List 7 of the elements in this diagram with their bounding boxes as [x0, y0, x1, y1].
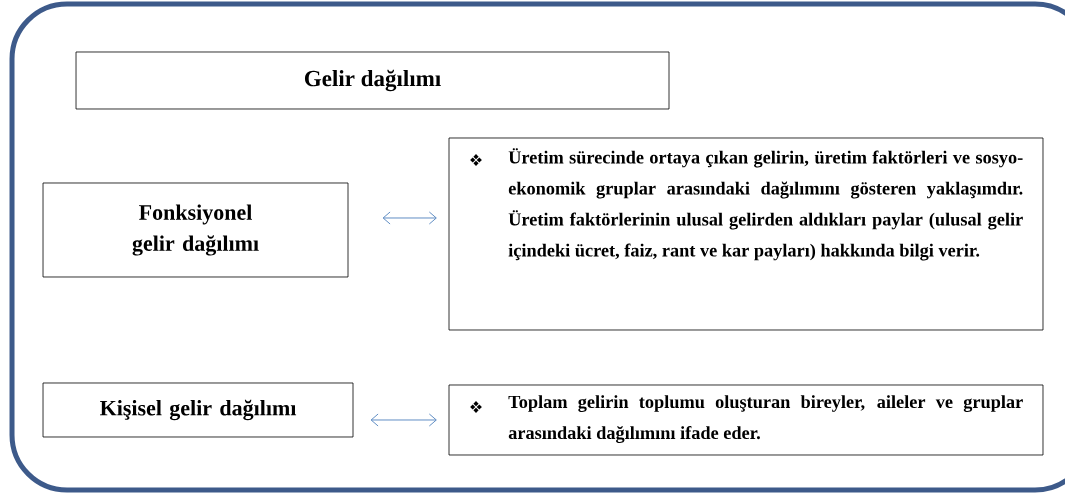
description-box: Toplam gelirin toplumu oluşturan bireyler, aileler ve gruplar arasındaki dağılımını ifade eder.: [448, 384, 1044, 456]
concept-box: Fonksiyonel gelir dağılımı: [42, 182, 349, 278]
description-box: Üretim sürecinde ortaya çıkan gelirin, üretim faktörleri ve sosyo-ekonomik gruplar arasındaki dağılımını gösteren yaklaşımdır. Üretim faktörlerinin ulusal gelirden aldıkları paylar (ulusal gelir içindeki ücret, faiz, rant ve kar payları) hakkında bilgi verir.: [448, 137, 1044, 331]
concept-box: Kişisel gelir dağılımı: [42, 382, 354, 438]
double-arrow: [382, 211, 437, 225]
double-arrow: [370, 413, 437, 427]
title-box: Gelir dağılımı: [75, 51, 670, 110]
